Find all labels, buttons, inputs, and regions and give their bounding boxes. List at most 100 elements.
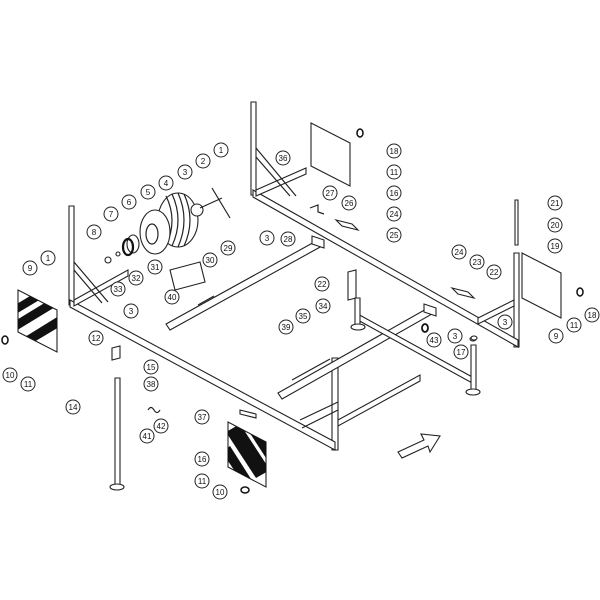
callout-label: 2: [201, 157, 206, 166]
callout-29: 29: [220, 240, 236, 256]
callout-41: 41: [139, 428, 155, 444]
callout-label: 10: [6, 371, 15, 380]
tube-sleeve: [197, 295, 331, 381]
front-right-brace: [299, 401, 339, 429]
callout-circle: [497, 314, 513, 330]
callout-11: 11: [386, 164, 402, 180]
cross-tube-end-plate: [423, 303, 437, 317]
callout-21: 21: [547, 195, 563, 211]
callout-43: 43: [426, 332, 442, 348]
callout-label: 3: [129, 307, 134, 316]
storage-box: [169, 261, 206, 291]
callout-circle: [547, 238, 563, 254]
callout-label: 19: [551, 242, 560, 251]
callout-label: 23: [473, 258, 482, 267]
callout-3: 3: [259, 230, 275, 246]
main-frame: [68, 101, 520, 451]
callout-label: 3: [453, 332, 458, 341]
callout-circle: [88, 330, 104, 346]
ring: [576, 287, 584, 297]
callout-2: 2: [195, 153, 211, 169]
clamp-block: [450, 286, 476, 300]
callout-3: 3: [123, 303, 139, 319]
callout-circle: [140, 184, 156, 200]
callout-label: 16: [198, 455, 207, 464]
callout-circle: [220, 240, 236, 256]
callout-label: 4: [164, 179, 169, 188]
callout-circle: [103, 206, 119, 222]
callout-circle: [469, 254, 485, 270]
cross-tube-end-plate: [311, 235, 325, 249]
callout-circle: [451, 244, 467, 260]
callout-14: 14: [65, 399, 81, 415]
callout-38: 38: [143, 376, 159, 392]
callout-circle: [322, 185, 338, 201]
callout-label: 5: [146, 188, 151, 197]
callout-label: 38: [147, 380, 156, 389]
callout-circle: [65, 399, 81, 415]
support-leg-foot: [109, 483, 125, 491]
callout-circle: [153, 418, 169, 434]
callout-label: 24: [455, 248, 464, 257]
callout-circle: [386, 206, 402, 222]
callout-1: 1: [213, 142, 229, 158]
callout-23: 23: [469, 254, 485, 270]
callout-circle: [447, 328, 463, 344]
callout-4: 4: [158, 175, 174, 191]
callout-35: 35: [295, 308, 311, 324]
spare-wheel-assembly: [104, 187, 231, 291]
leg-clamp: [111, 345, 121, 361]
callout-circle: [164, 289, 180, 305]
callout-16: 16: [386, 185, 402, 201]
rear-plate-left: [310, 122, 351, 187]
callout-label: 9: [554, 332, 559, 341]
callout-label: 33: [114, 285, 123, 294]
callout-label: 20: [551, 221, 560, 230]
callout-22: 22: [486, 264, 502, 280]
callout-19: 19: [547, 238, 563, 254]
warning-plate-left: [17, 289, 58, 353]
callout-label: 11: [570, 321, 579, 330]
rear-leg: [470, 344, 477, 392]
callout-label: 11: [390, 168, 399, 177]
callout-circle: [386, 185, 402, 201]
callout-27: 27: [322, 185, 338, 201]
rear-left-post: [250, 101, 257, 196]
callout-label: 30: [206, 256, 215, 265]
callout-25: 25: [386, 227, 402, 243]
callout-label: 27: [326, 189, 335, 198]
callout-label: 22: [490, 268, 499, 277]
callout-label: 11: [24, 380, 33, 389]
callout-30: 30: [202, 252, 218, 268]
jack-post: [354, 297, 361, 328]
ring: [356, 128, 364, 138]
callout-label: 16: [390, 189, 399, 198]
rear-diagonal-brace: [255, 147, 297, 197]
callout-circle: [86, 224, 102, 240]
front-left-post: [68, 205, 75, 306]
callout-39: 39: [278, 319, 294, 335]
callout-10: 10: [2, 367, 18, 383]
support-leg: [114, 377, 121, 487]
callout-11: 11: [194, 473, 210, 489]
callout-label: 11: [198, 477, 207, 486]
callout-circle: [194, 451, 210, 467]
u-bracket: [309, 204, 325, 215]
callout-circle: [143, 376, 159, 392]
callout-label: 17: [457, 348, 466, 357]
callout-circle: [386, 143, 402, 159]
callout-circle: [177, 164, 193, 180]
callout-circle: [213, 142, 229, 158]
callout-label: 39: [282, 323, 291, 332]
callout-circle: [158, 175, 174, 191]
jack-stands: [109, 269, 481, 491]
callout-label: 18: [588, 311, 597, 320]
callout-12: 12: [88, 330, 104, 346]
callout-label: 1: [219, 146, 224, 155]
callout-label: 3: [183, 168, 188, 177]
callout-label: 1: [46, 254, 51, 263]
callout-label: 8: [92, 228, 97, 237]
callout-32: 32: [128, 270, 144, 286]
